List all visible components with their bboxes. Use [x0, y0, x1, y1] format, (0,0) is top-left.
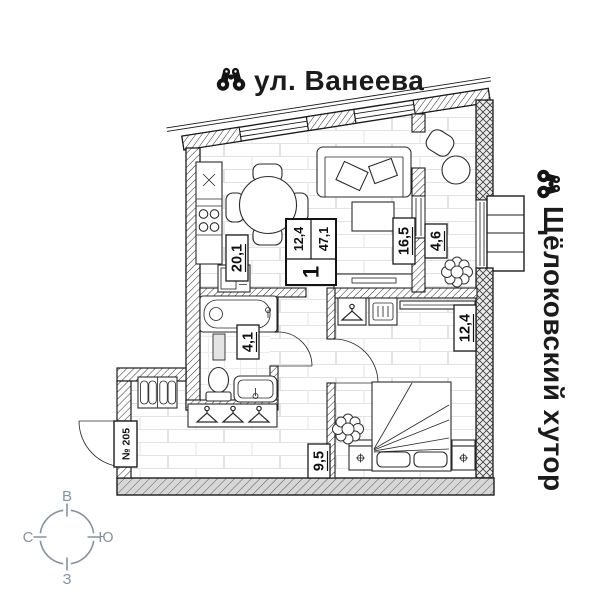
tv-stand — [333, 273, 413, 289]
south-exterior-wall — [116, 477, 495, 496]
binoculars-icon — [537, 170, 560, 198]
kitchen-area: 20,1 — [230, 244, 246, 272]
apartment-info-box: 1 12,4 47,1 — [285, 218, 337, 286]
dining-table — [225, 163, 309, 246]
loggia-table — [441, 155, 471, 185]
area-label-bedroom: 12,4 — [453, 304, 477, 352]
nightstand-right — [451, 439, 476, 471]
north-facade-wall — [166, 77, 492, 151]
bathtub — [199, 295, 278, 333]
bedroom-door — [333, 338, 379, 384]
area-label-hallway: 9,5 — [307, 443, 331, 479]
wardrobe — [337, 297, 398, 326]
compass-west-label: З — [62, 571, 71, 588]
pillow — [376, 451, 411, 468]
bathroom-door — [277, 331, 313, 367]
bathroom-sink — [233, 375, 278, 403]
rooms-count: 1 — [299, 266, 324, 278]
area-label-living: 16,5 — [392, 217, 416, 265]
loggia-chair — [425, 129, 455, 157]
stove-icon — [198, 209, 220, 232]
street-name-top: ул. Ванеева — [254, 65, 424, 96]
shoe-cabinet — [137, 376, 178, 409]
pillow — [413, 451, 448, 468]
sofa — [316, 146, 412, 198]
toilet — [205, 366, 232, 402]
window-glazing — [239, 104, 415, 138]
compass-north-label: С — [23, 529, 34, 546]
loggia-area: 4,6 — [429, 231, 445, 251]
bathroom-area: 4,1 — [241, 332, 257, 352]
landmark-top: ул. Ванеева — [217, 65, 424, 96]
total-area: 47,1 — [317, 227, 331, 251]
compass-south-label: Ю — [98, 529, 113, 546]
living-area-total: 12,4 — [292, 227, 306, 251]
compass-rose: В Ю З С — [23, 488, 114, 588]
living-area: 16,5 — [397, 227, 413, 255]
kitchen-counter — [195, 161, 223, 265]
plant-icon — [332, 413, 364, 445]
coffee-table — [351, 201, 395, 232]
landmark-right: Щёлоковский хутор — [537, 170, 569, 492]
double-bed — [371, 381, 452, 472]
entrance-door: № 205 — [78, 420, 138, 468]
area-label-bathroom: 4,1 — [236, 324, 260, 360]
coat-rack — [187, 403, 278, 428]
area-label-kitchen: 20,1 — [225, 234, 249, 282]
binoculars-icon — [217, 68, 245, 91]
compass-east-label: В — [62, 488, 72, 505]
towel-rail — [212, 333, 226, 361]
hallway-area: 9,5 — [312, 451, 328, 471]
apartment-number: № 205 — [121, 428, 133, 460]
nightstand-left — [348, 439, 373, 471]
street-name-right: Щёлоковский хутор — [538, 206, 569, 492]
plant-icon — [441, 256, 473, 288]
area-label-loggia: 4,6 — [424, 223, 448, 259]
sink-icon — [202, 173, 216, 187]
bedroom-area: 12,4 — [458, 314, 474, 342]
east-exterior-wall — [475, 99, 525, 479]
